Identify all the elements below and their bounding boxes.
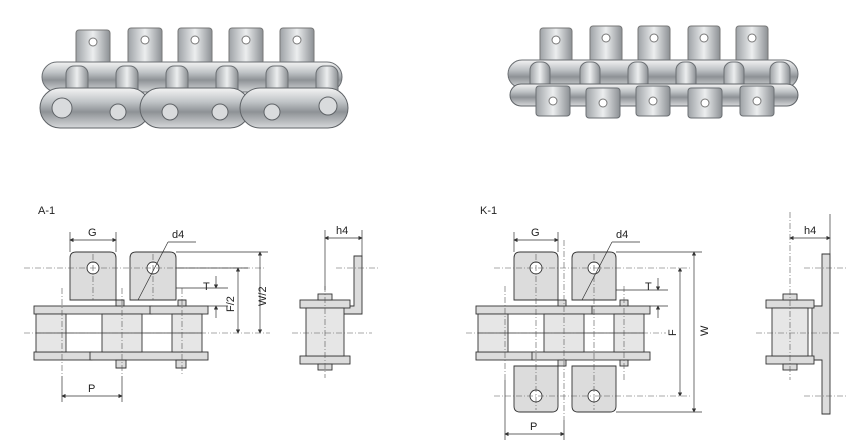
dim-label-d4: d4	[616, 229, 628, 241]
chain-photo-k1	[507, 25, 799, 119]
link-plate-top	[149, 305, 209, 315]
link-plate-bottom	[89, 351, 209, 361]
drawing-k1-front-view: G d4 T F W P	[466, 227, 711, 440]
diagram-title-a1: A-1	[38, 205, 55, 217]
bent-tab-double	[811, 253, 831, 415]
link-plate-bottom	[33, 351, 93, 361]
link-plate-top	[475, 305, 595, 315]
dim-label-w: W	[699, 325, 711, 336]
dim-label-p: P	[530, 421, 537, 433]
dim-label-d4: d4	[172, 229, 184, 241]
drawing-a1-side-view: h4	[292, 225, 378, 378]
dim-label-p: P	[88, 383, 95, 395]
drawing-k1-side-view: h4	[756, 212, 846, 415]
link-plate-bottom	[531, 351, 651, 361]
dim-label-h4: h4	[336, 225, 348, 237]
dim-label-t: T	[645, 281, 652, 293]
dim-label-g: G	[531, 227, 540, 239]
dim-label-f: F	[667, 329, 679, 336]
drawing-a1-front-view: G d4 T F/2 W/2 P	[24, 227, 270, 402]
diagram-title-k1: K-1	[480, 205, 497, 217]
attachment-tabs-a1	[75, 27, 315, 67]
dim-label-w-half: W/2	[257, 286, 269, 306]
chain-photo-a1	[39, 27, 349, 129]
link-plate-top	[33, 305, 153, 315]
dim-label-h4: h4	[804, 225, 816, 237]
dim-label-f-half: F/2	[225, 296, 237, 312]
link-plate-top	[591, 305, 651, 315]
dim-label-t: T	[203, 281, 210, 293]
dim-label-g: G	[88, 227, 97, 239]
